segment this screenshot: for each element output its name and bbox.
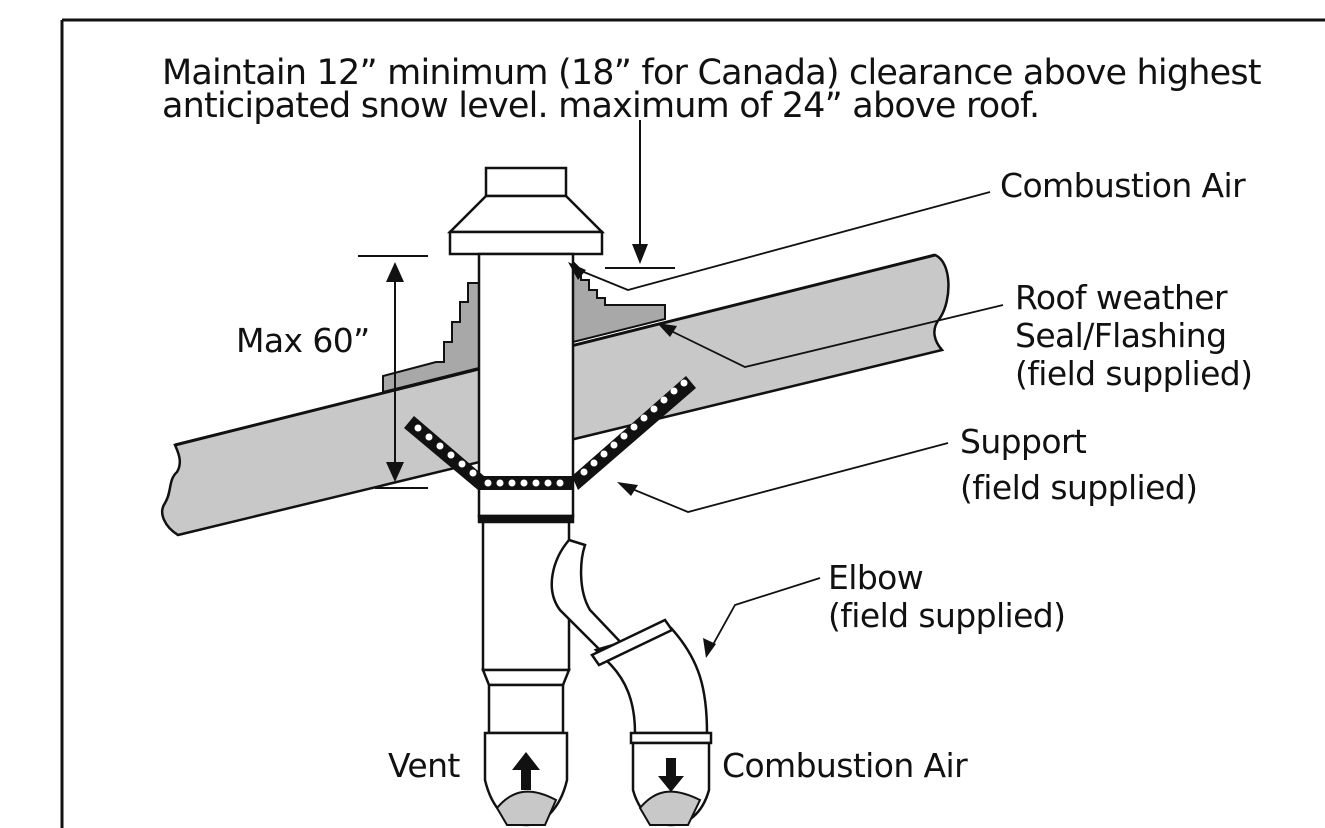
max-height-label: Max 60” [236, 321, 370, 360]
combustion-air-label-bottom: Combustion Air [722, 746, 968, 785]
roof-seal-label-line2: Seal/Flashing [1015, 316, 1226, 355]
max-height-dimension [358, 255, 428, 489]
roof-seal-label-line3: (field supplied) [1015, 354, 1252, 393]
combustion-air-label-top: Combustion Air [1000, 166, 1246, 205]
clearance-note-line2: anticipated snow level. maximum of 24” a… [162, 86, 1039, 126]
vent-pipe [477, 252, 575, 827]
pipe-cut-marks [495, 790, 702, 826]
leader-lines [568, 191, 1004, 658]
support-label-line1: Support [960, 422, 1087, 461]
combustion-air-down-arrow-icon [658, 758, 684, 792]
clearance-note-line1: Maintain 12” minimum (18” for Canada) cl… [162, 53, 1261, 93]
roof-seal-label-line1: Roof weather [1015, 278, 1228, 317]
elbow-label-line1: Elbow [828, 558, 923, 597]
vent-up-arrow-icon [512, 752, 540, 790]
vent-termination-cap [446, 166, 606, 273]
diagram-frame [60, 18, 1325, 828]
support-label-line2: (field supplied) [960, 468, 1197, 507]
support-bracket [404, 376, 696, 490]
elbow-branch [550, 538, 713, 827]
elbow-label-line2: (field supplied) [828, 596, 1065, 635]
vent-label: Vent [388, 746, 460, 785]
clearance-arrow [605, 120, 675, 269]
